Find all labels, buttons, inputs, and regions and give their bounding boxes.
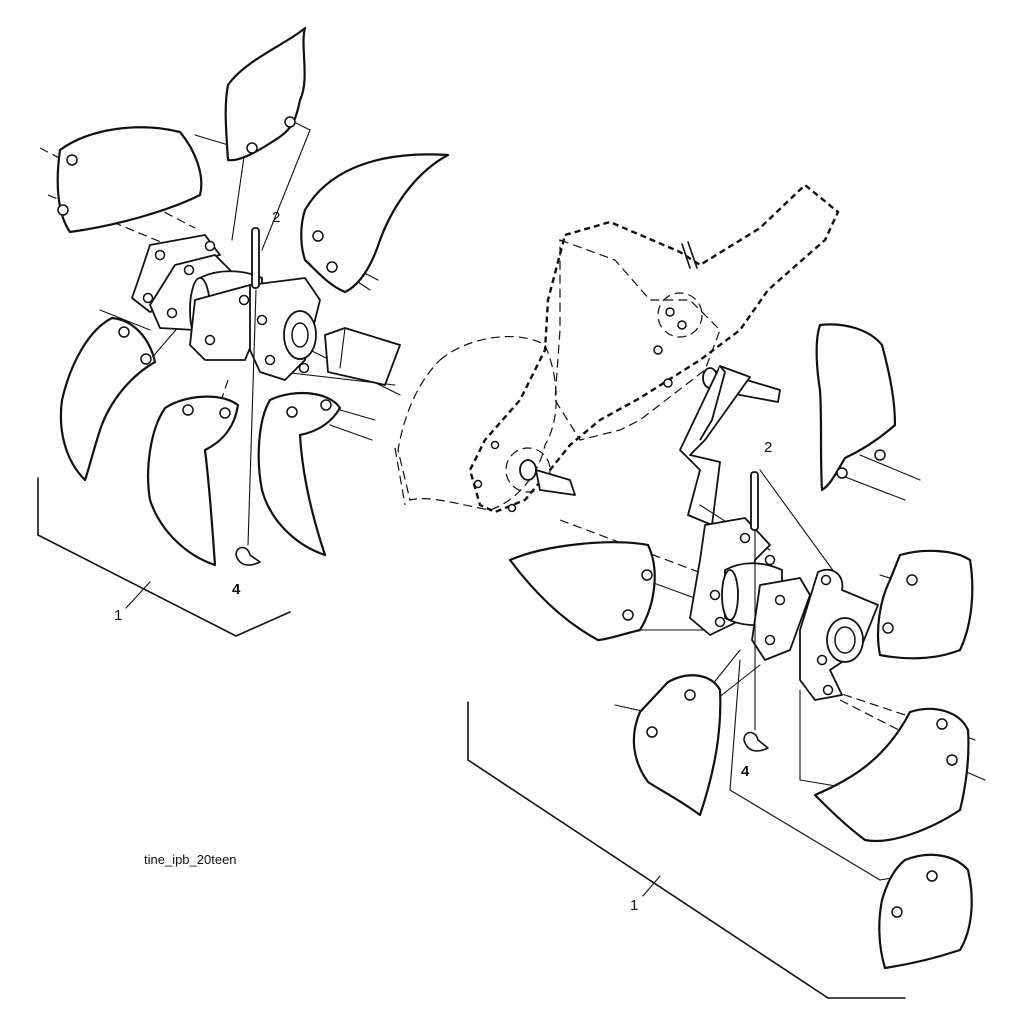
right-blade-upper-right-bolt	[874, 449, 886, 461]
right-clip-callout: 4	[741, 763, 750, 780]
left-blade-lower-right	[257, 391, 342, 557]
right-mounting-bracket	[679, 365, 751, 526]
right-blade-lower-left-bolt	[646, 726, 658, 738]
right-pin-callout: 2	[764, 439, 772, 456]
right-blade-mid-right	[876, 549, 974, 660]
right-blade-lower-right-bolt	[946, 754, 958, 766]
left-blade-lower-right-bolt	[320, 399, 332, 411]
right-blade-bottom-bolt	[926, 870, 938, 882]
right-hairpin-clip	[743, 731, 769, 752]
right-blade-lower-left-bolt	[684, 689, 696, 701]
left-blade-lower-right-bolt	[286, 406, 298, 418]
right-blade-upper-right	[815, 323, 897, 492]
left-assembly-bracket	[37, 477, 291, 637]
left-tine-hub	[131, 234, 401, 386]
right-clevis-pin	[750, 471, 759, 531]
right-blade-mid-left-bolt	[641, 569, 653, 581]
left-blade-lower-left-bolt	[118, 326, 130, 338]
right-assembly-bracket	[467, 701, 906, 999]
left-blade-lower-left	[59, 316, 157, 482]
right-blade-lower-right-bolt	[936, 718, 948, 730]
left-blade-top-bolt	[246, 142, 258, 154]
left-blade-upper-right	[300, 153, 450, 294]
left-assembly-leader	[125, 581, 151, 609]
left-clip-callout: 4	[232, 581, 241, 598]
right-blade-upper-right-bolt	[836, 467, 848, 479]
right-blade-mid-right-bolt	[882, 622, 894, 634]
left-pin-callout: 2	[272, 209, 280, 226]
right-blade-mid-left	[508, 541, 656, 642]
left-hairpin-clip	[235, 546, 261, 566]
left-assembly-callout: 1	[114, 607, 122, 624]
right-blade-bottom-bolt	[891, 906, 903, 918]
left-blade-top	[224, 26, 307, 162]
left-clevis-pin	[251, 227, 260, 289]
right-blade-lower-left	[632, 674, 722, 817]
transmission-case	[554, 239, 721, 441]
left-blade-lower-center-bolt	[219, 407, 231, 419]
right-assembly-callout: 1	[630, 897, 638, 914]
left-blade-upper-right-bolt	[312, 230, 324, 242]
left-blade-upper-left	[56, 126, 203, 234]
right-blade-bottom	[878, 853, 973, 970]
right-tine-assembly: 1 2 4	[467, 323, 986, 999]
left-blade-upper-left-bolt	[57, 204, 69, 216]
right-tine-hub	[689, 517, 879, 701]
left-blade-lower-center-bolt	[182, 404, 194, 416]
left-blade-lower-left-bolt	[140, 353, 152, 365]
right-blade-mid-left-bolt	[622, 609, 634, 621]
right-blade-mid-right-bolt	[906, 574, 918, 586]
left-blade-upper-right-bolt	[326, 261, 338, 273]
right-blade-lower-right	[813, 707, 970, 842]
left-blade-upper-left-bolt	[66, 154, 78, 166]
left-blade-top-bolt	[284, 116, 296, 128]
diagram-caption: tine_ipb_20teen	[144, 852, 237, 867]
left-tine-assembly: 1 2 4	[37, 26, 450, 637]
transmission-housing	[394, 183, 840, 581]
left-blade-lower-center	[147, 395, 240, 567]
transmission-lower-case	[397, 335, 557, 511]
transmission-frame-outline	[468, 183, 840, 514]
right-assembly-leader	[642, 875, 661, 897]
